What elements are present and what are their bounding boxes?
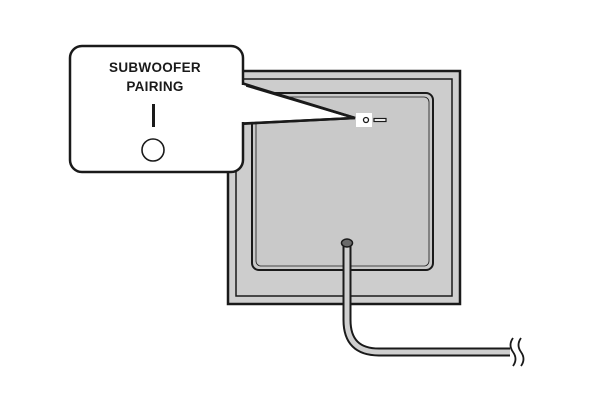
- power-cable: [340, 238, 525, 367]
- vertical-line-icon: [152, 104, 155, 127]
- pairing-button-on-unit: [356, 113, 387, 127]
- indicator-light-icon: [373, 117, 387, 123]
- cable-break-icon: [509, 337, 525, 367]
- callout-pointer-edges: [242, 82, 356, 125]
- callout-title-line1: SUBWOOFER: [109, 60, 201, 75]
- pairing-button-icon: [362, 116, 370, 124]
- callout-title-line2: PAIRING: [126, 79, 183, 94]
- cable-entry-port: [340, 238, 354, 248]
- circle-button-icon: [141, 138, 165, 162]
- cable-fill: [344, 243, 510, 355]
- callout-join-mask: [240, 85, 246, 122]
